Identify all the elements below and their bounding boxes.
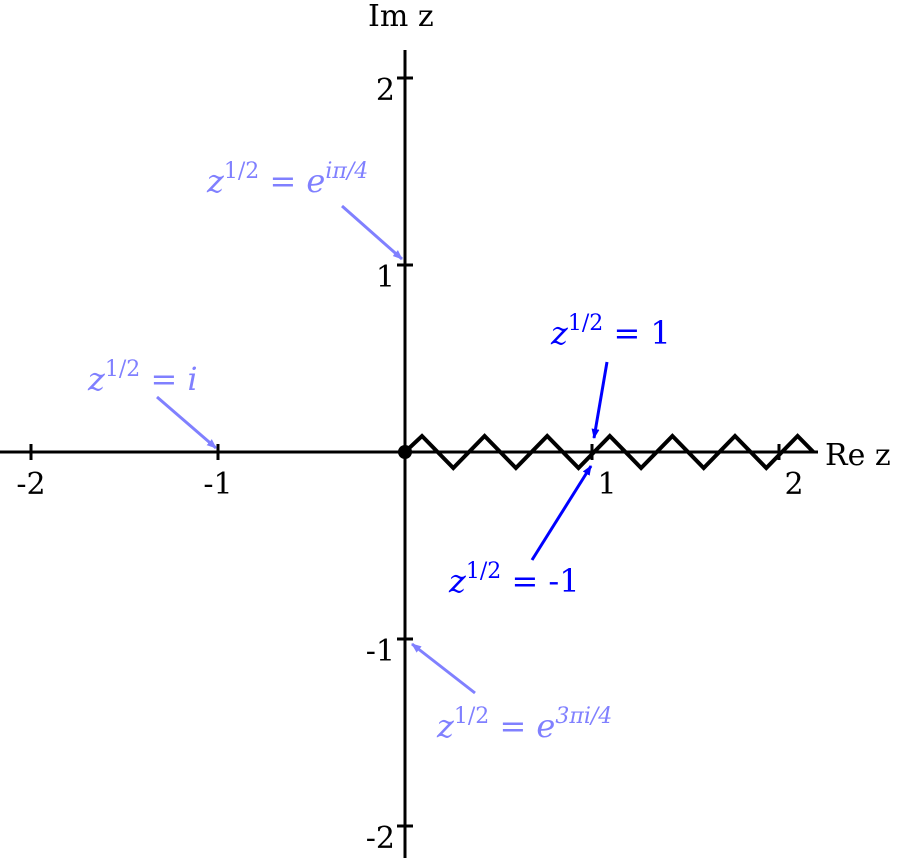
annotation-e-3pii4: z1/2 = e3πi/4	[436, 704, 612, 745]
arrow-to-minus-one	[156, 395, 217, 450]
x-tick-label: 1	[597, 467, 616, 502]
x-tick-label: -1	[203, 467, 232, 502]
annotation-e-ipi4: z1/2 = eiπ/4	[206, 159, 368, 200]
branch-cut-zigzag	[403, 433, 815, 471]
x-tick-label: -2	[16, 467, 45, 502]
branch-point	[398, 445, 412, 459]
arrow-to-minus-i	[411, 642, 476, 695]
y-tick-label: -1	[366, 634, 395, 669]
arrow-to-one-lower	[530, 465, 593, 561]
annotation-one: z1/2 = 1	[550, 311, 671, 352]
y-tick-label: -2	[366, 821, 395, 856]
arrow-to-i	[341, 204, 403, 261]
x-tick-label: 2	[784, 467, 803, 502]
annotation-i: z1/2 = i	[87, 357, 198, 398]
y-axis-label: Im z	[368, 0, 434, 34]
y-tick-label: 1	[376, 260, 395, 295]
x-axis-label: Re z	[825, 438, 891, 473]
arrow-to-one-upper	[591, 361, 609, 439]
annotation-minus-one: z1/2 = -1	[448, 559, 580, 600]
y-tick-label: 2	[376, 73, 395, 108]
